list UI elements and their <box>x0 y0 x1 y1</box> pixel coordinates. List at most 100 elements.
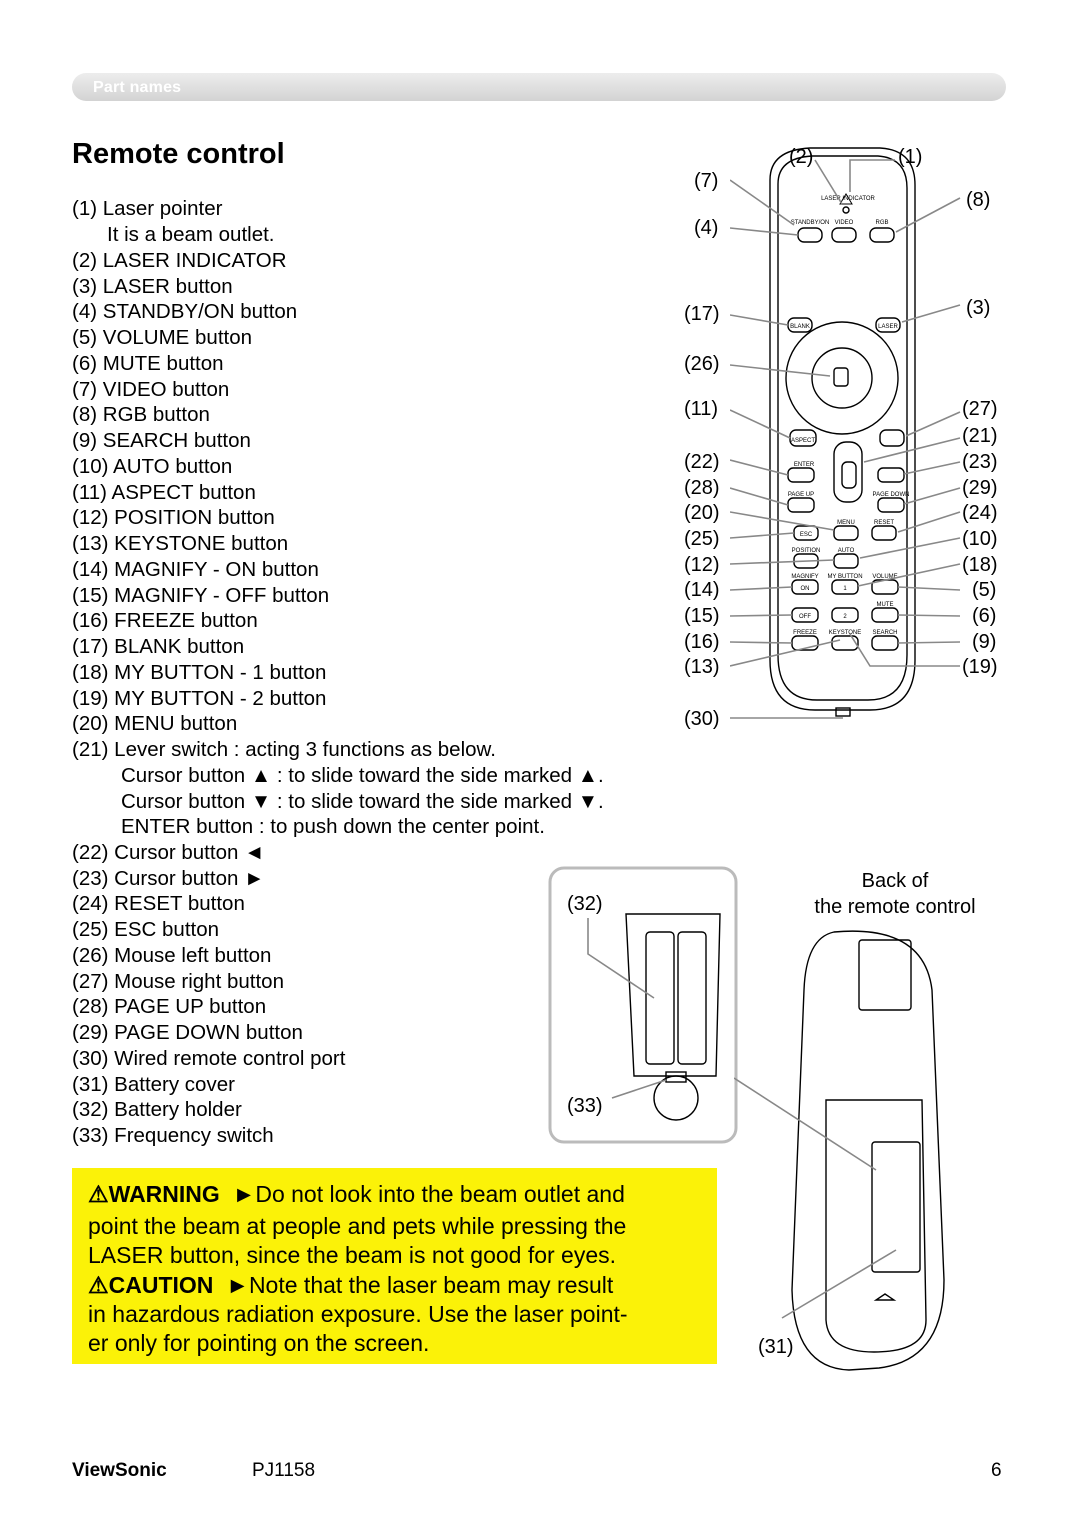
battery-cell-left <box>645 931 675 1065</box>
keystone-text: KEYSTONE <box>829 630 862 636</box>
section-header-bar <box>72 73 1006 101</box>
laser-button-shape <box>875 317 901 333</box>
laser-warning-icon <box>839 193 853 205</box>
list-item: (11) ASPECT button <box>72 481 256 504</box>
menu-text: MENU <box>837 520 855 526</box>
list-item: (1) Laser pointer <box>72 197 223 220</box>
callout-label: (21) <box>962 425 998 447</box>
list-item: (2) LASER INDICATOR <box>72 249 287 272</box>
list-item: (7) VIDEO button <box>72 378 230 401</box>
wired-port-shape <box>835 707 851 717</box>
page-up-button-shape <box>787 497 815 513</box>
callout-label: (14) <box>684 579 720 601</box>
callout-label: (7) <box>694 170 719 192</box>
search-button-shape <box>871 635 899 651</box>
position-text: POSITION <box>792 548 821 554</box>
callout-label: (30) <box>684 708 720 730</box>
frequency-switch-ring <box>653 1075 699 1121</box>
callout-label: (23) <box>962 451 998 473</box>
reset-button-shape <box>871 525 897 541</box>
frequency-switch-shape <box>665 1071 687 1083</box>
remote-front-diagram: LASER INDICATOR STANDBY/ON VIDEO RGB BLA… <box>730 147 961 719</box>
caution-text: ►Note that the laser beam may result <box>226 1272 614 1298</box>
back-caption-line: Back of <box>861 870 929 892</box>
list-item: (30) Wired remote control port <box>72 1047 346 1070</box>
list-item: (13) KEYSTONE button <box>72 532 289 555</box>
warning-line: point the beam at people and pets while … <box>88 1213 627 1239</box>
video-text: VIDEO <box>835 220 854 226</box>
list-item: (10) AUTO button <box>72 455 233 478</box>
callout-label: (6) <box>972 605 997 627</box>
battery-holder-diagram <box>548 866 738 1144</box>
on-text: ON <box>801 586 810 592</box>
remote-body-inner-outline <box>777 155 908 701</box>
list-item-note: It is a beam outlet. <box>107 223 275 246</box>
esc-text: ESC <box>800 532 813 538</box>
blank-text: BLANK <box>790 324 810 330</box>
freeze-text: FREEZE <box>793 630 817 636</box>
page-title: Remote control <box>72 138 285 170</box>
callout-label: (24) <box>962 502 998 524</box>
footer-brand: ViewSonic <box>72 1460 167 1481</box>
callout-label: (17) <box>684 303 720 325</box>
callout-label: (5) <box>972 579 997 601</box>
reset-text: RESET <box>874 520 894 526</box>
mouse-left-button-shape <box>833 367 849 387</box>
battery-cover-slot <box>871 1141 921 1273</box>
list-item: (28) PAGE UP button <box>72 995 267 1018</box>
callout-label: (27) <box>962 398 998 420</box>
standby-text: STANDBY/ON <box>791 220 830 226</box>
list-item: (19) MY BUTTON - 2 button <box>72 687 327 710</box>
enter-text: ENTER <box>794 462 815 468</box>
page-down-button-shape <box>877 497 905 513</box>
list-item: (20) MENU button <box>72 712 238 735</box>
rgb-button-shape <box>869 227 895 243</box>
list-item: (8) RGB button <box>72 403 210 426</box>
list-item: (3) LASER button <box>72 275 233 298</box>
back-leader-lines <box>734 1077 897 1319</box>
battery-leader-lines <box>587 918 667 1099</box>
list-item: (18) MY BUTTON - 1 button <box>72 661 327 684</box>
callout-label: (13) <box>684 656 720 678</box>
battery-cell-right <box>677 931 707 1065</box>
two-text: 2 <box>843 614 847 620</box>
callout-label: (2) <box>789 146 814 168</box>
list-item: (4) STANDBY/ON button <box>72 300 298 323</box>
callout-label: (18) <box>962 554 998 576</box>
auto-text: AUTO <box>838 548 855 554</box>
remote-back-diagram <box>734 930 945 1371</box>
page-number: 6 <box>991 1460 1002 1481</box>
back-view-caption: Back of the remote control <box>790 868 1000 920</box>
callout-label: (28) <box>684 477 720 499</box>
callout-label: (26) <box>684 353 720 375</box>
list-item-note: Cursor button ▲ : to slide toward the si… <box>121 764 604 787</box>
warning-icon: ⚠ <box>88 1181 109 1207</box>
callout-label: (29) <box>962 477 998 499</box>
video-button-shape <box>831 227 857 243</box>
list-item: (31) Battery cover <box>72 1073 235 1096</box>
callout-label: (1) <box>898 146 923 168</box>
search-text: SEARCH <box>872 630 897 636</box>
footer-model: PJ1158 <box>252 1460 316 1481</box>
auto-button-shape <box>833 553 859 569</box>
callout-label: (20) <box>684 502 720 524</box>
remote-back-outline <box>791 930 945 1371</box>
laser-indicator-text: LASER INDICATOR <box>821 196 875 202</box>
lever-switch-inner <box>841 461 857 489</box>
callout-label: (8) <box>966 189 991 211</box>
list-item-note: Cursor button ▼ : to slide toward the si… <box>121 790 604 813</box>
page-up-text: PAGE UP <box>788 492 814 498</box>
mouse-pad-outer <box>785 321 899 435</box>
warning-line: LASER button, since the beam is not good… <box>88 1242 617 1268</box>
callout-label: (33) <box>567 1095 603 1117</box>
battery-panel-frame <box>548 866 738 1144</box>
my-button-1-shape <box>831 579 859 595</box>
callout-label: (32) <box>567 893 603 915</box>
menu-button-shape <box>833 525 859 541</box>
caution-line: er only for pointing on the screen. <box>88 1330 430 1356</box>
battery-cover-outline <box>825 1099 927 1353</box>
remote-body-outline <box>769 147 916 711</box>
list-item-note: ENTER button : to push down the center p… <box>121 815 545 838</box>
list-item: (24) RESET button <box>72 892 245 915</box>
list-item: (16) FREEZE button <box>72 609 258 632</box>
